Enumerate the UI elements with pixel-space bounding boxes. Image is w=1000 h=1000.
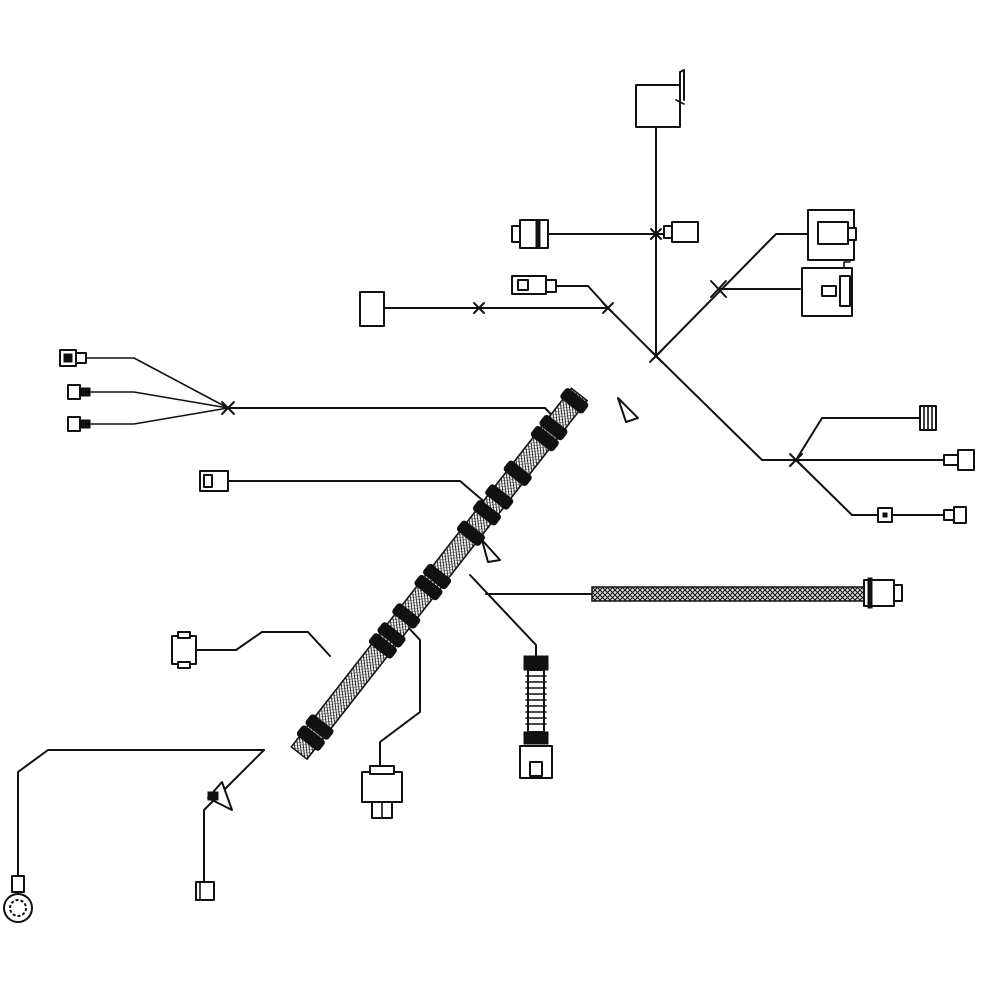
retainer-clip-base [207,791,219,801]
bottom-left-small-connector [195,881,215,901]
tape-band [539,414,568,441]
wire-left-branch-1 [85,357,229,409]
tape-band [530,426,559,452]
right-branch-connector-2 [943,449,975,471]
tape-band [368,633,397,659]
splice-mark-4 [710,280,727,298]
top-right-large-connector-lower [801,261,853,317]
tape-band [296,725,325,751]
wire-bottom-center [379,624,421,773]
wire-left-small [555,285,609,309]
tape-band [414,574,443,601]
retainer-clip [617,397,639,423]
ring-terminal [3,875,33,923]
upper-left-connector-pair [511,219,699,249]
wire-corrugated-lead [469,574,537,657]
wires [17,127,945,883]
tape-band [305,714,334,740]
splice-mark-7 [789,453,803,467]
splice-mark-1 [650,228,662,240]
right-branch-connector-3 [877,506,967,524]
top-right-large-connector-upper [807,209,857,261]
retainer-clip [481,539,501,563]
braided-lead-connector [591,577,903,609]
left-branch-terminal-3 [67,416,91,432]
splice-mark-6 [221,401,235,415]
left-branch-terminal-1 [59,349,87,367]
corrugated-lead-connector [519,655,553,779]
braided-sleeve [591,586,865,602]
splice-mark-2 [473,302,485,314]
tape-band [377,622,406,648]
tape-band [560,388,589,414]
corrugated-sleeve [527,669,545,733]
left-branch-terminal-2 [67,384,91,400]
tape-band [503,460,532,486]
retainer-clip [207,781,233,811]
mid-left-connector [199,470,229,492]
wire-top-right-upper [655,233,809,357]
left-square-connector [359,291,385,327]
right-branch-connector-1 [919,405,937,431]
wire-right-branch-1 [795,417,921,461]
splice-mark-5 [649,349,663,363]
main-harness-trunk [207,387,639,811]
wire-ring-terminal [17,749,265,877]
wire-bottom-left-small [203,749,265,883]
wire-left-branch-3 [89,407,229,425]
top-module-connector [635,69,685,128]
wire-right-branch-3 [795,459,945,516]
splice-mark-3 [602,302,614,314]
splice-marks [221,228,803,467]
tape-band [485,484,514,510]
bottom-center-connector [361,765,403,819]
wire-lower-left [195,631,331,657]
tape-band [472,500,501,526]
wire-right-branch [655,355,797,461]
wire-left-square [383,307,657,357]
left-small-connector [511,275,557,295]
tape-band [423,563,452,590]
lower-left-connector [171,631,197,669]
wire-left-branch-2 [89,391,229,409]
tape-band [392,603,421,629]
wire-mid-left [227,480,495,511]
